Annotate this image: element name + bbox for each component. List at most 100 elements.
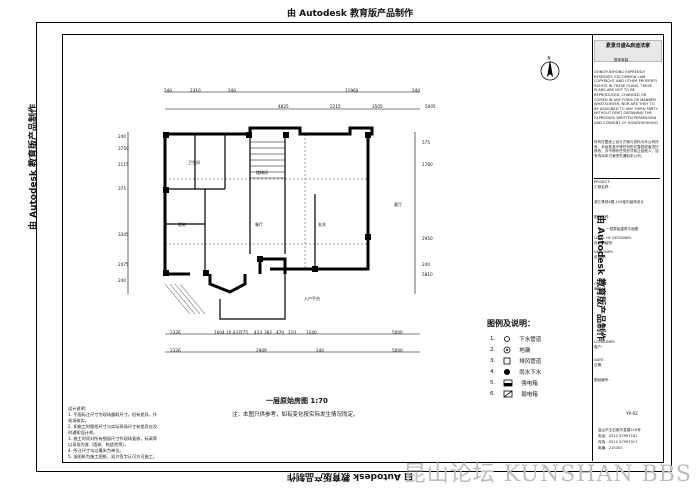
consumer-label: CONSUMER — [594, 340, 615, 344]
date-label: DATE: — [594, 358, 605, 362]
company-zip: 邮编：215300 — [598, 446, 623, 450]
check-label: CHECK: — [594, 282, 608, 286]
dim-left-3: 2115 — [118, 162, 129, 167]
dim-bottom-inner-1: 2326 — [170, 330, 181, 335]
dim-left-1: 240 — [118, 134, 126, 139]
dim-bottom-inner-4: 775 — [240, 330, 248, 335]
dim-bottom-outer-1: 2326 — [170, 348, 181, 353]
dim-top-inner-2: 2215 — [330, 104, 341, 109]
designer-level-label: LEVEL OF DESIGNER: — [594, 236, 632, 240]
dim-right-3: 2950 — [422, 236, 433, 241]
dim-bottom-inner-8: 210 — [288, 330, 296, 335]
plan-note: 注：本图只供参考，如有变化按实际发生情况而定。 — [232, 412, 359, 418]
dim-bottom-inner-2: 1604 — [214, 330, 225, 335]
plan-title: 一层原始房图 1:70 — [266, 397, 328, 405]
dim-right-2: 1780 — [422, 162, 433, 167]
note-line: 2. 如施工时图纸尺寸与实际现场尺寸有差异应及时通知设计师。 — [68, 424, 158, 435]
room-foyer: 玄关 — [318, 222, 326, 227]
legend-num: 6. — [490, 390, 496, 397]
drawing-inner-frame — [62, 34, 664, 463]
exhaust-pipe-icon — [503, 357, 511, 364]
note-line: 1. 平面标注尺寸为现场量取尺寸，但有差异，作现场核实。 — [68, 412, 158, 423]
downpipe-icon — [504, 368, 511, 375]
watermark-top: 由 Autodesk 教育版产品制作 — [286, 9, 413, 19]
dim-bottom-inner-5: 433 — [254, 330, 262, 335]
dim-left-4: 375 — [118, 186, 126, 191]
legend-label: 下水管道 — [519, 336, 542, 343]
designer-level-cn: 设计师级别： — [594, 241, 616, 245]
company-tel: 电话：0512 57997181 — [598, 434, 638, 438]
legend-item: 2. 地漏 — [490, 344, 580, 355]
dim-bottom-inner-3: 10.433 — [226, 330, 241, 335]
forum-watermark: 昆山论坛 KUNSHAN BBS — [403, 462, 692, 487]
north-arrow-icon: N — [540, 56, 560, 81]
dim-top-inner-4: 5005 — [425, 104, 436, 109]
drawing-name: 一层原始建筑平面图 — [606, 227, 639, 231]
company-logo-sub: 整体家装 — [614, 58, 629, 62]
legend-list: 1. 下水管道 2. 地漏 3. 排风管道 4. 雨水下水 5. 强电箱 6. … — [490, 333, 580, 399]
strong-box-icon — [503, 379, 513, 386]
room-stairwell: 楼梯间 — [256, 170, 268, 175]
floor-plan — [127, 91, 420, 353]
legend-num: 5. — [490, 379, 496, 386]
legend-title: 图例及说明： — [487, 319, 535, 328]
notes-title: 设计说明： — [68, 406, 89, 411]
legend-label: 弱电箱 — [521, 391, 538, 398]
room-living: 客厅 — [394, 202, 402, 207]
legend-item: 6. 弱电箱 — [490, 388, 580, 399]
consumer-cn: 客户： — [594, 345, 605, 349]
dim-top-outer-2: 2310 — [190, 88, 201, 93]
company-fax: 传真：0512 57997917 — [598, 440, 638, 444]
company-address: 盐山市玉石都丰县路218号 — [598, 428, 641, 432]
date-cn: 日期： — [594, 363, 605, 367]
room-dining: 餐厅 — [255, 222, 263, 227]
dim-top-outer-3: 240 — [228, 88, 236, 93]
dim-bottom-outer-4: 5000 — [392, 348, 403, 353]
legend-label: 排风管道 — [519, 358, 542, 365]
dim-bottom-inner-7: 470 — [276, 330, 284, 335]
legend-item: 4. 雨水下水 — [490, 366, 580, 377]
dim-left-2: 3750 — [118, 146, 129, 151]
drawing-name-label: 图纸名称： — [594, 215, 612, 219]
dim-left-7: 240 — [118, 278, 126, 283]
dim-right-5: 5810 — [422, 272, 433, 277]
room-kitchen: 厨房 — [178, 222, 186, 227]
legend-label: 地漏 — [519, 347, 531, 354]
note-line: 5. 该图纸为施工图纸，双方签字认可方可施工。 — [68, 454, 158, 459]
dim-bottom-inner-9: 1240 — [306, 330, 317, 335]
dim-left-6: 2475 — [118, 262, 129, 267]
dim-right-4: 240 — [422, 262, 430, 267]
room-entry-platform: 入户平台 — [304, 296, 320, 301]
company-logo: 素景日盛&启迪法家 — [594, 40, 662, 62]
dim-bottom-inner-6: 382 — [264, 330, 272, 335]
svg-text:N: N — [548, 56, 551, 61]
dim-top-inner-1: 4825 — [278, 104, 289, 109]
dim-top-outer-1: 240 — [164, 88, 172, 93]
project-label: PROJECT: — [594, 180, 611, 184]
dim-top-outer-4: 11960 — [345, 88, 359, 93]
circle-icon — [504, 335, 511, 342]
drawing-no: YP-02 — [626, 411, 638, 416]
copyright-en: DONGYUEIHONG EXPRESSLY RESERVES ITSCOMMO… — [594, 70, 658, 125]
legend-num: 4. — [490, 368, 496, 375]
design-notes: 设计说明： 1. 平面标注尺寸为现场量取尺寸，但有差异，作现场核实。 2. 如施… — [68, 406, 158, 460]
legend-num: 2. — [490, 346, 496, 353]
dim-left-5: 3345 — [118, 232, 129, 237]
legend-label: 雨水下水 — [519, 369, 542, 376]
legend-num: 1. — [490, 335, 496, 342]
legend-item: 1. 下水管道 — [490, 333, 580, 344]
legend-item: 3. 排风管道 — [490, 355, 580, 366]
copyright-cn: 所有在图纸上设计方案与资料为本公司所有，未经批准不得任何形式复制或者进行修改，亦… — [594, 140, 659, 158]
tb-divider — [594, 178, 660, 179]
drawing-outer-frame — [36, 22, 672, 472]
drawing-no-label: 图纸编号： — [594, 378, 612, 382]
project-name-label: 工程名称： — [594, 185, 612, 189]
note-line: 3. 施工时须对所有细部尺寸作现场复核，标高等以现场为准（墙体、构造柱等）。 — [68, 436, 158, 447]
legend-label: 强电箱 — [521, 380, 538, 387]
dim-top-outer-5: 240 — [412, 88, 420, 93]
dim-bottom-inner-10: 5000 — [392, 330, 403, 335]
weak-box-icon — [503, 390, 513, 397]
legend-num: 3. — [490, 357, 496, 364]
room-bathroom: 卫生间 — [188, 160, 200, 165]
dim-top-inner-3: 3505 — [372, 104, 383, 109]
